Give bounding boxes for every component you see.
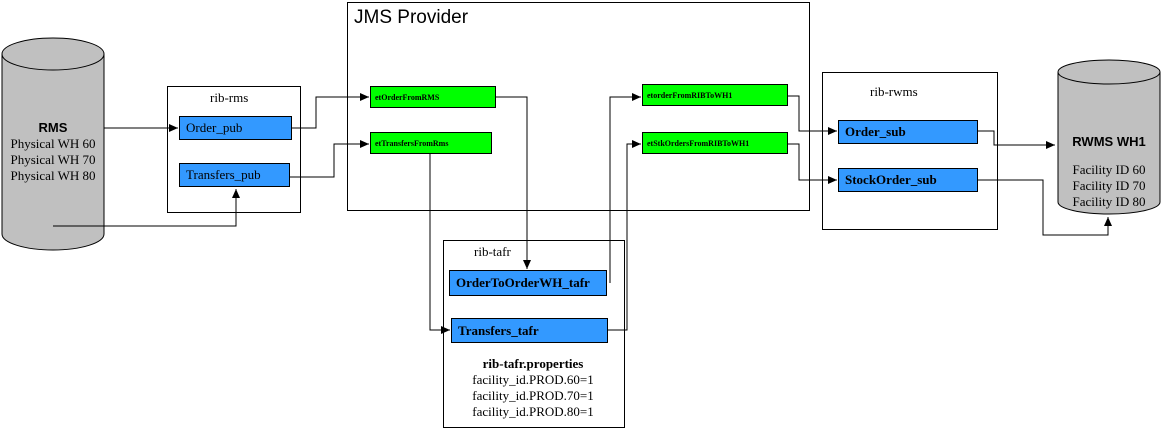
rib-rms-label: rib-rms: [210, 90, 249, 105]
rms-title: RMS: [38, 120, 68, 135]
rms-database-text: RMS Physical WH 60 Physical WH 70 Physic…: [0, 120, 106, 184]
rwms-line-1: Facility ID 60: [1072, 162, 1146, 177]
rwms-line-3: Facility ID 80: [1072, 194, 1146, 209]
order-to-order-wh-tafr-adapter[interactable]: OrderToOrderWH_tafr: [449, 270, 607, 296]
connector-stock-order-sub-rwms: [978, 179, 1112, 236]
connector-transfers-pub-topic: [290, 140, 369, 178]
rib-tafr-properties: rib-tafr.properties facility_id.PROD.60=…: [443, 356, 623, 420]
rwms-database-icon: [1057, 59, 1161, 215]
connector-order-pub-topic: [292, 93, 369, 129]
connector-transfers-tafr-topic: [608, 140, 641, 331]
topic-stk-orders-from-rib-to-wh1[interactable]: etStkOrdersFromRIBToWH1: [642, 132, 788, 154]
topic-order-from-rms[interactable]: etOrderFromRMS: [370, 86, 496, 108]
rib-rwms-box: [822, 72, 998, 230]
topic-transfers-from-rms[interactable]: etTransfersFromRms: [370, 132, 492, 154]
rwms-line-2: Facility ID 70: [1072, 178, 1146, 193]
property-line-3: facility_id.PROD.80=1: [472, 404, 594, 419]
order-pub-adapter[interactable]: Order_pub: [179, 116, 292, 140]
order-sub-adapter[interactable]: Order_sub: [838, 120, 978, 144]
topic-order-from-rib-to-wh1[interactable]: etorderFromRIBToWH1: [642, 84, 788, 106]
rms-line-3: Physical WH 80: [10, 168, 96, 183]
connector-rms-transfers-pub: [53, 189, 240, 227]
rwms-title: RWMS WH1: [1072, 134, 1146, 149]
stock-order-sub-adapter[interactable]: StockOrder_sub: [838, 168, 978, 192]
connector-order-sub-rwms: [978, 130, 1055, 149]
transfers-tafr-adapter[interactable]: Transfers_tafr: [451, 318, 608, 343]
connector-topic-stock-order-sub: [788, 143, 837, 184]
connector-topic-transfers-tafr: [429, 154, 450, 334]
property-line-2: facility_id.PROD.70=1: [472, 388, 594, 403]
rib-rwms-label: rib-rwms: [870, 84, 918, 99]
jms-provider-title: JMS Provider: [354, 7, 469, 28]
property-line-1: facility_id.PROD.60=1: [472, 372, 594, 387]
rms-line-1: Physical WH 60: [10, 136, 96, 151]
rms-line-2: Physical WH 70: [10, 152, 96, 167]
rms-database-icon: [1, 37, 105, 251]
properties-title: rib-tafr.properties: [482, 356, 584, 371]
rib-tafr-label: rib-tafr: [474, 244, 511, 259]
connector-order-tafr-topic: [609, 93, 641, 283]
connector-topic-order-sub: [788, 95, 837, 135]
connector-topic-order-tafr: [496, 96, 531, 269]
rwms-database-text: RWMS WH1 Facility ID 60 Facility ID 70 F…: [1056, 134, 1162, 210]
transfers-pub-adapter[interactable]: Transfers_pub: [179, 163, 290, 187]
